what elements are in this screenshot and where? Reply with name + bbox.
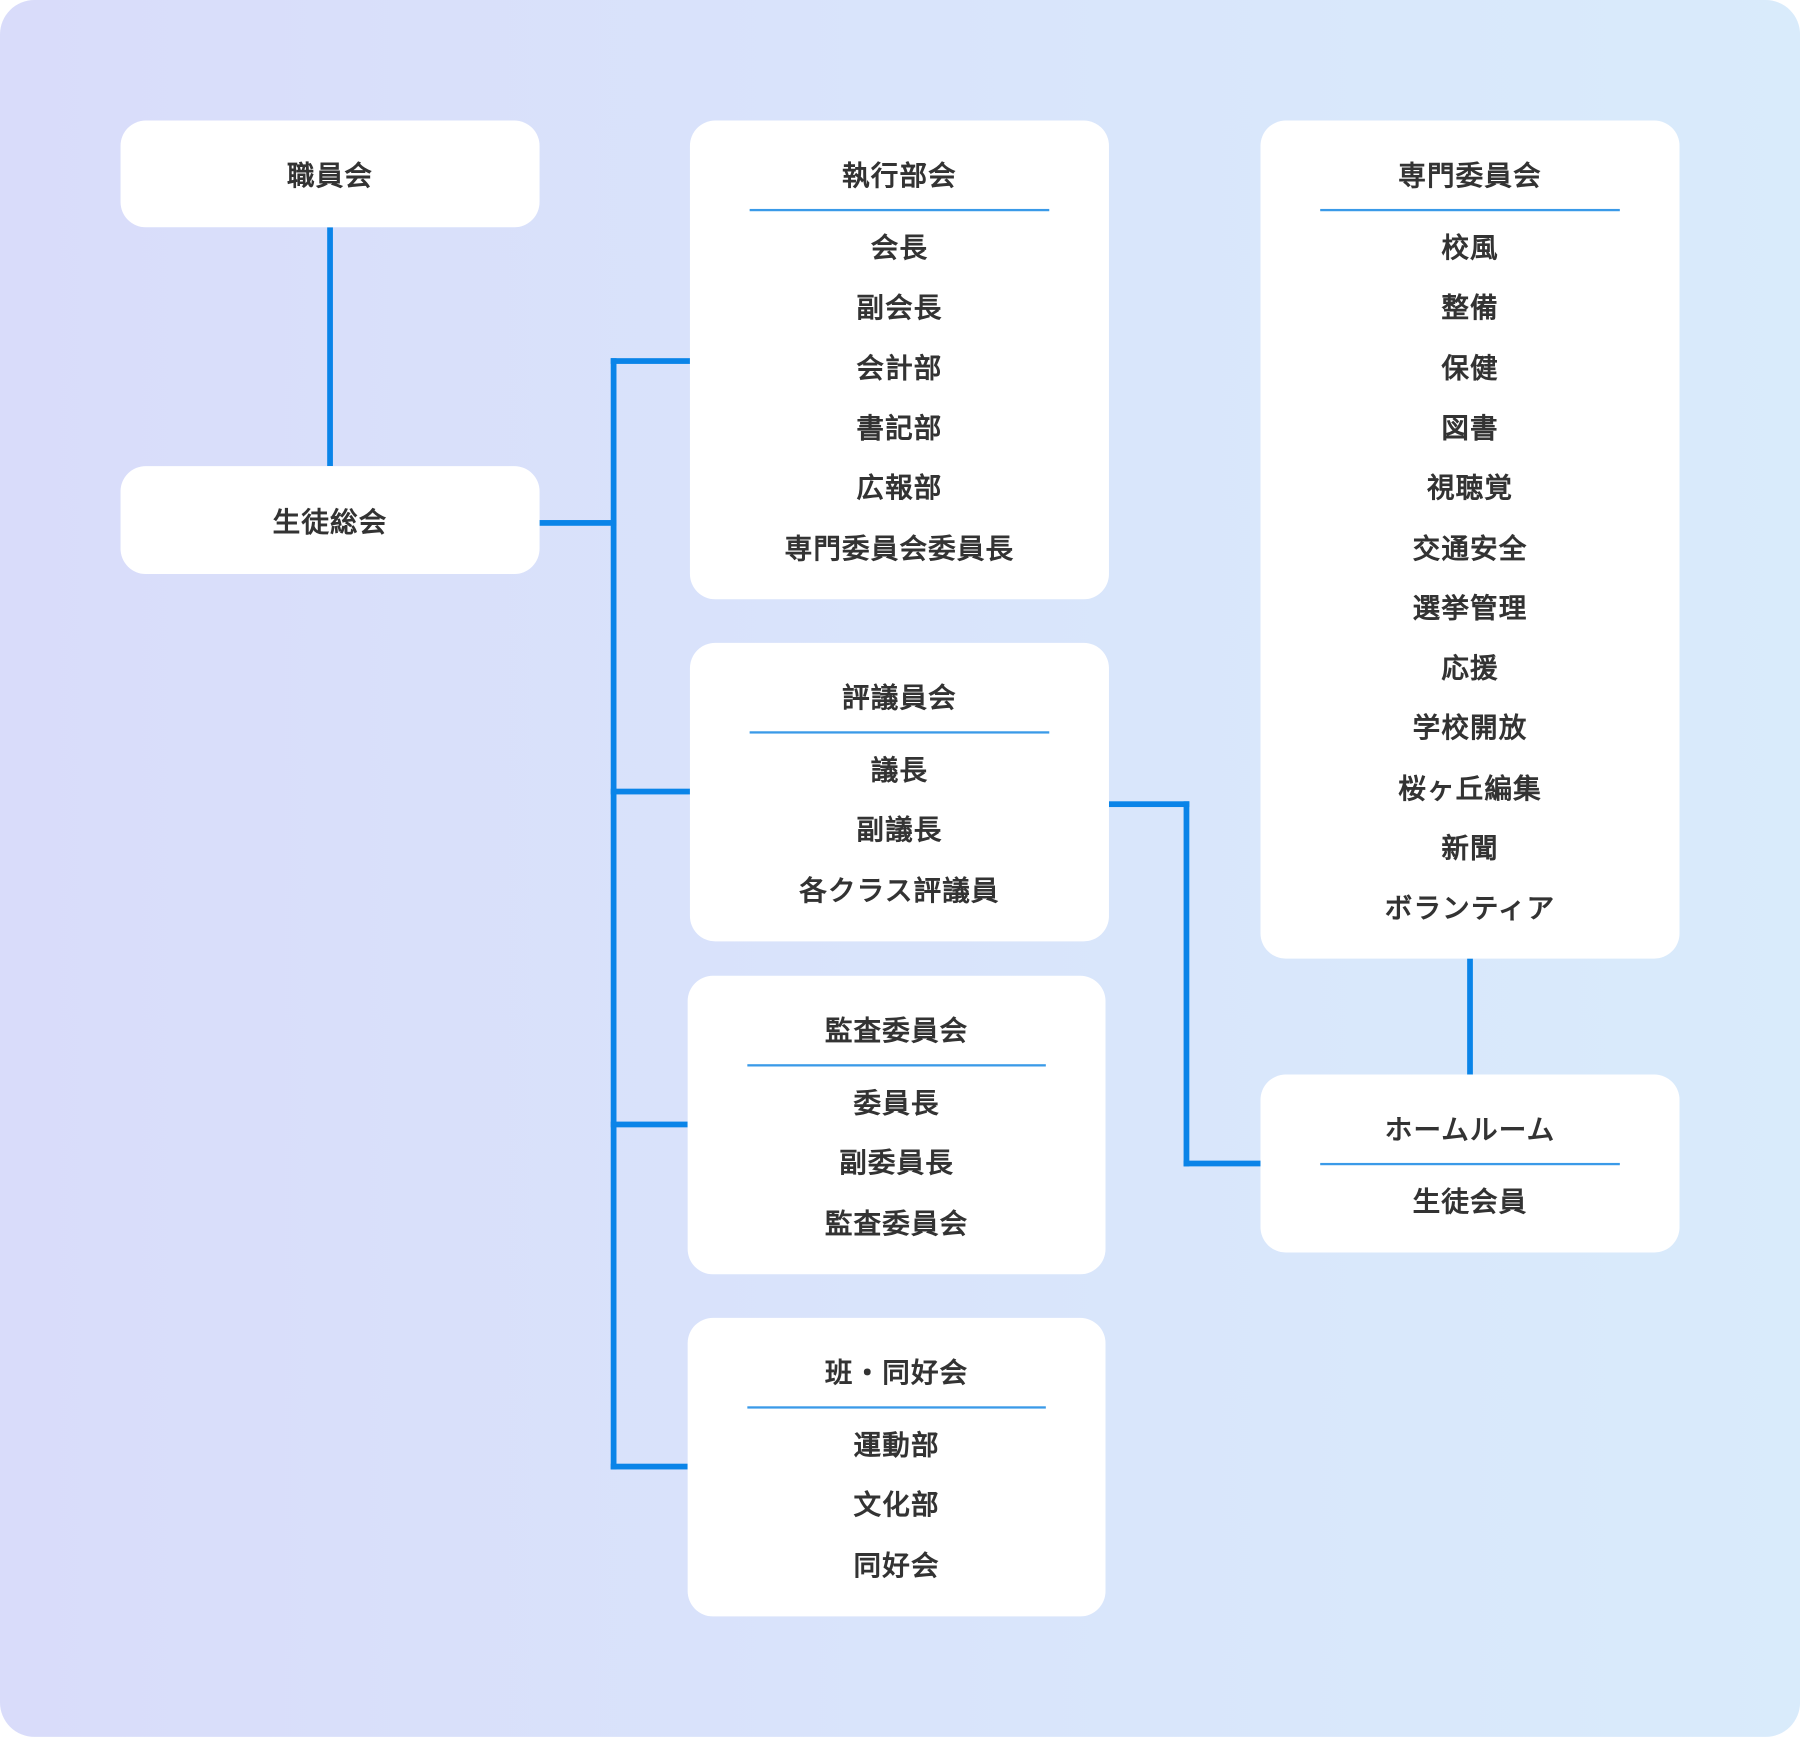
node-item: 会計部 bbox=[856, 351, 943, 385]
node-item: 同好会 bbox=[853, 1549, 940, 1582]
node-item: 副委員長 bbox=[839, 1147, 954, 1180]
node-staff: 職員会 bbox=[120, 120, 540, 228]
node-title: 評議員会 bbox=[842, 681, 957, 715]
node-item: 委員長 bbox=[853, 1087, 940, 1120]
node-item: 新聞 bbox=[1441, 832, 1499, 865]
node-item: 会長 bbox=[870, 231, 929, 265]
node-clubs: 班・同好会運動部文化部同好会 bbox=[687, 1317, 1106, 1617]
node-item: 視聴覚 bbox=[1426, 472, 1514, 505]
node-item: 選挙管理 bbox=[1412, 592, 1528, 625]
node-item: 広報部 bbox=[856, 472, 943, 505]
connector-council-homeroom-h1 bbox=[1108, 801, 1190, 808]
title-underline bbox=[749, 731, 1050, 734]
node-title: 職員会 bbox=[287, 159, 374, 192]
title-underline bbox=[747, 1064, 1046, 1067]
connector-clubs bbox=[610, 1463, 688, 1470]
connector-committees-homeroom bbox=[1467, 958, 1473, 1075]
connector-audit bbox=[610, 1121, 688, 1128]
connector-council-homeroom-h2 bbox=[1183, 1160, 1261, 1167]
connector-council bbox=[610, 788, 690, 795]
connector-executive bbox=[610, 358, 690, 364]
node-committees: 専門委員会校風整備保健図書視聴覚交通安全選挙管理応援学校開放桜ヶ丘編集新聞ボラン… bbox=[1260, 120, 1680, 959]
node-item: 専門委員会委員長 bbox=[784, 532, 1015, 565]
title-underline bbox=[1320, 208, 1620, 212]
node-title: ホームルーム bbox=[1384, 1113, 1556, 1146]
node-title: 執行部会 bbox=[842, 159, 957, 192]
title-underline bbox=[1320, 1162, 1620, 1166]
node-item: 生徒会員 bbox=[1412, 1185, 1528, 1219]
node-item: 文化部 bbox=[853, 1489, 940, 1522]
connector-trunk bbox=[610, 358, 617, 1470]
node-council: 評議員会議長副議長各クラス評議員 bbox=[689, 642, 1109, 942]
node-title: 専門委員会 bbox=[1398, 159, 1542, 192]
node-item: 交通安全 bbox=[1412, 532, 1528, 565]
node-item: ボランティア bbox=[1384, 892, 1556, 925]
node-item: 書記部 bbox=[856, 412, 943, 445]
node-item: 各クラス評議員 bbox=[799, 874, 1000, 907]
node-title: 生徒総会 bbox=[272, 506, 388, 539]
node-item: 整備 bbox=[1441, 291, 1499, 325]
node-item: 監査委員会 bbox=[824, 1207, 969, 1240]
node-item: 桜ヶ丘編集 bbox=[1398, 772, 1542, 805]
connector-staff-general bbox=[327, 227, 333, 467]
node-item: 学校開放 bbox=[1412, 712, 1528, 745]
node-general: 生徒総会 bbox=[120, 466, 540, 574]
node-title: 監査委員会 bbox=[824, 1014, 969, 1047]
node-item: 保健 bbox=[1441, 351, 1499, 385]
node-item: 校風 bbox=[1441, 231, 1499, 265]
node-item: 運動部 bbox=[853, 1429, 940, 1462]
node-executive: 執行部会会長副会長会計部書記部広報部専門委員会委員長 bbox=[689, 120, 1109, 600]
node-title: 班・同好会 bbox=[824, 1356, 969, 1390]
connector-general-trunk bbox=[539, 520, 617, 526]
node-audit: 監査委員会委員長副委員長監査委員会 bbox=[687, 975, 1106, 1275]
node-item: 副議長 bbox=[856, 814, 943, 847]
node-item: 議長 bbox=[870, 754, 929, 787]
title-underline bbox=[749, 208, 1050, 212]
connector-council-homeroom-v bbox=[1183, 801, 1190, 1167]
node-homeroom: ホームルーム生徒会員 bbox=[1260, 1074, 1680, 1253]
node-item: 副会長 bbox=[856, 291, 943, 325]
node-item: 図書 bbox=[1441, 412, 1499, 445]
node-item: 応援 bbox=[1441, 652, 1499, 685]
title-underline bbox=[747, 1406, 1046, 1409]
